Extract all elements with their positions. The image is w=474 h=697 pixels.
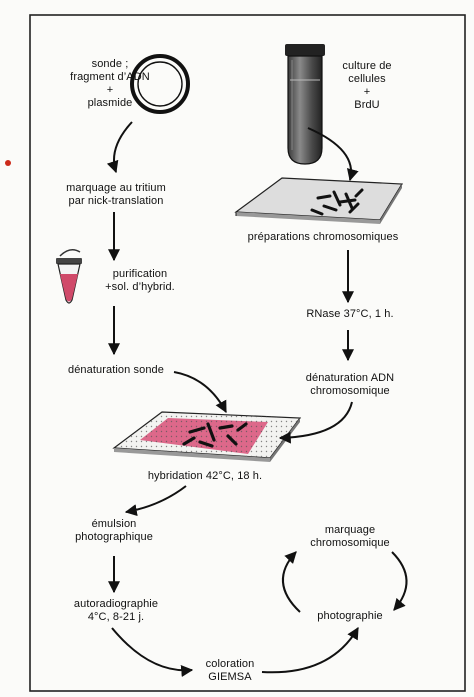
arrow-photo-to-marking — [281, 551, 301, 613]
arrow-autorad-to-staining — [111, 627, 194, 677]
hybridization-slide-icon — [112, 411, 302, 462]
label-rnase: RNase 37°C, 1 h. — [306, 308, 394, 320]
plasmid-icon — [130, 54, 190, 114]
label-probe-denaturation: dénaturation sonde — [68, 364, 164, 376]
label-probe: sonde ;fragment d’ADN+plasmide — [70, 58, 150, 109]
chromosome-slide-icon — [234, 177, 404, 224]
arrow-probe-to-hybrid — [173, 371, 227, 414]
eppendorf-tube-icon — [56, 249, 82, 304]
arrow-staining-to-photo — [261, 626, 359, 674]
flow-arrows — [106, 121, 408, 677]
arrow-culture-to-preps — [307, 127, 359, 182]
arrow-probe-to-marking — [106, 121, 133, 174]
arrow-hybrid-to-emulsion — [124, 485, 187, 517]
label-purification: purification+sol. d’hybrid. — [105, 268, 175, 293]
arrow-dna-to-hybrid — [278, 401, 353, 444]
figure-frame — [29, 14, 466, 692]
label-chromosome-preparations: préparations chromosomiques — [247, 231, 399, 243]
label-hybridization: hybridation 42°C, 18 h. — [147, 470, 263, 482]
arrow-marking-to-photo — [391, 551, 408, 611]
culture-tube-icon — [285, 44, 325, 165]
label-photography: photographie — [317, 610, 383, 622]
margin-mark — [5, 160, 11, 166]
